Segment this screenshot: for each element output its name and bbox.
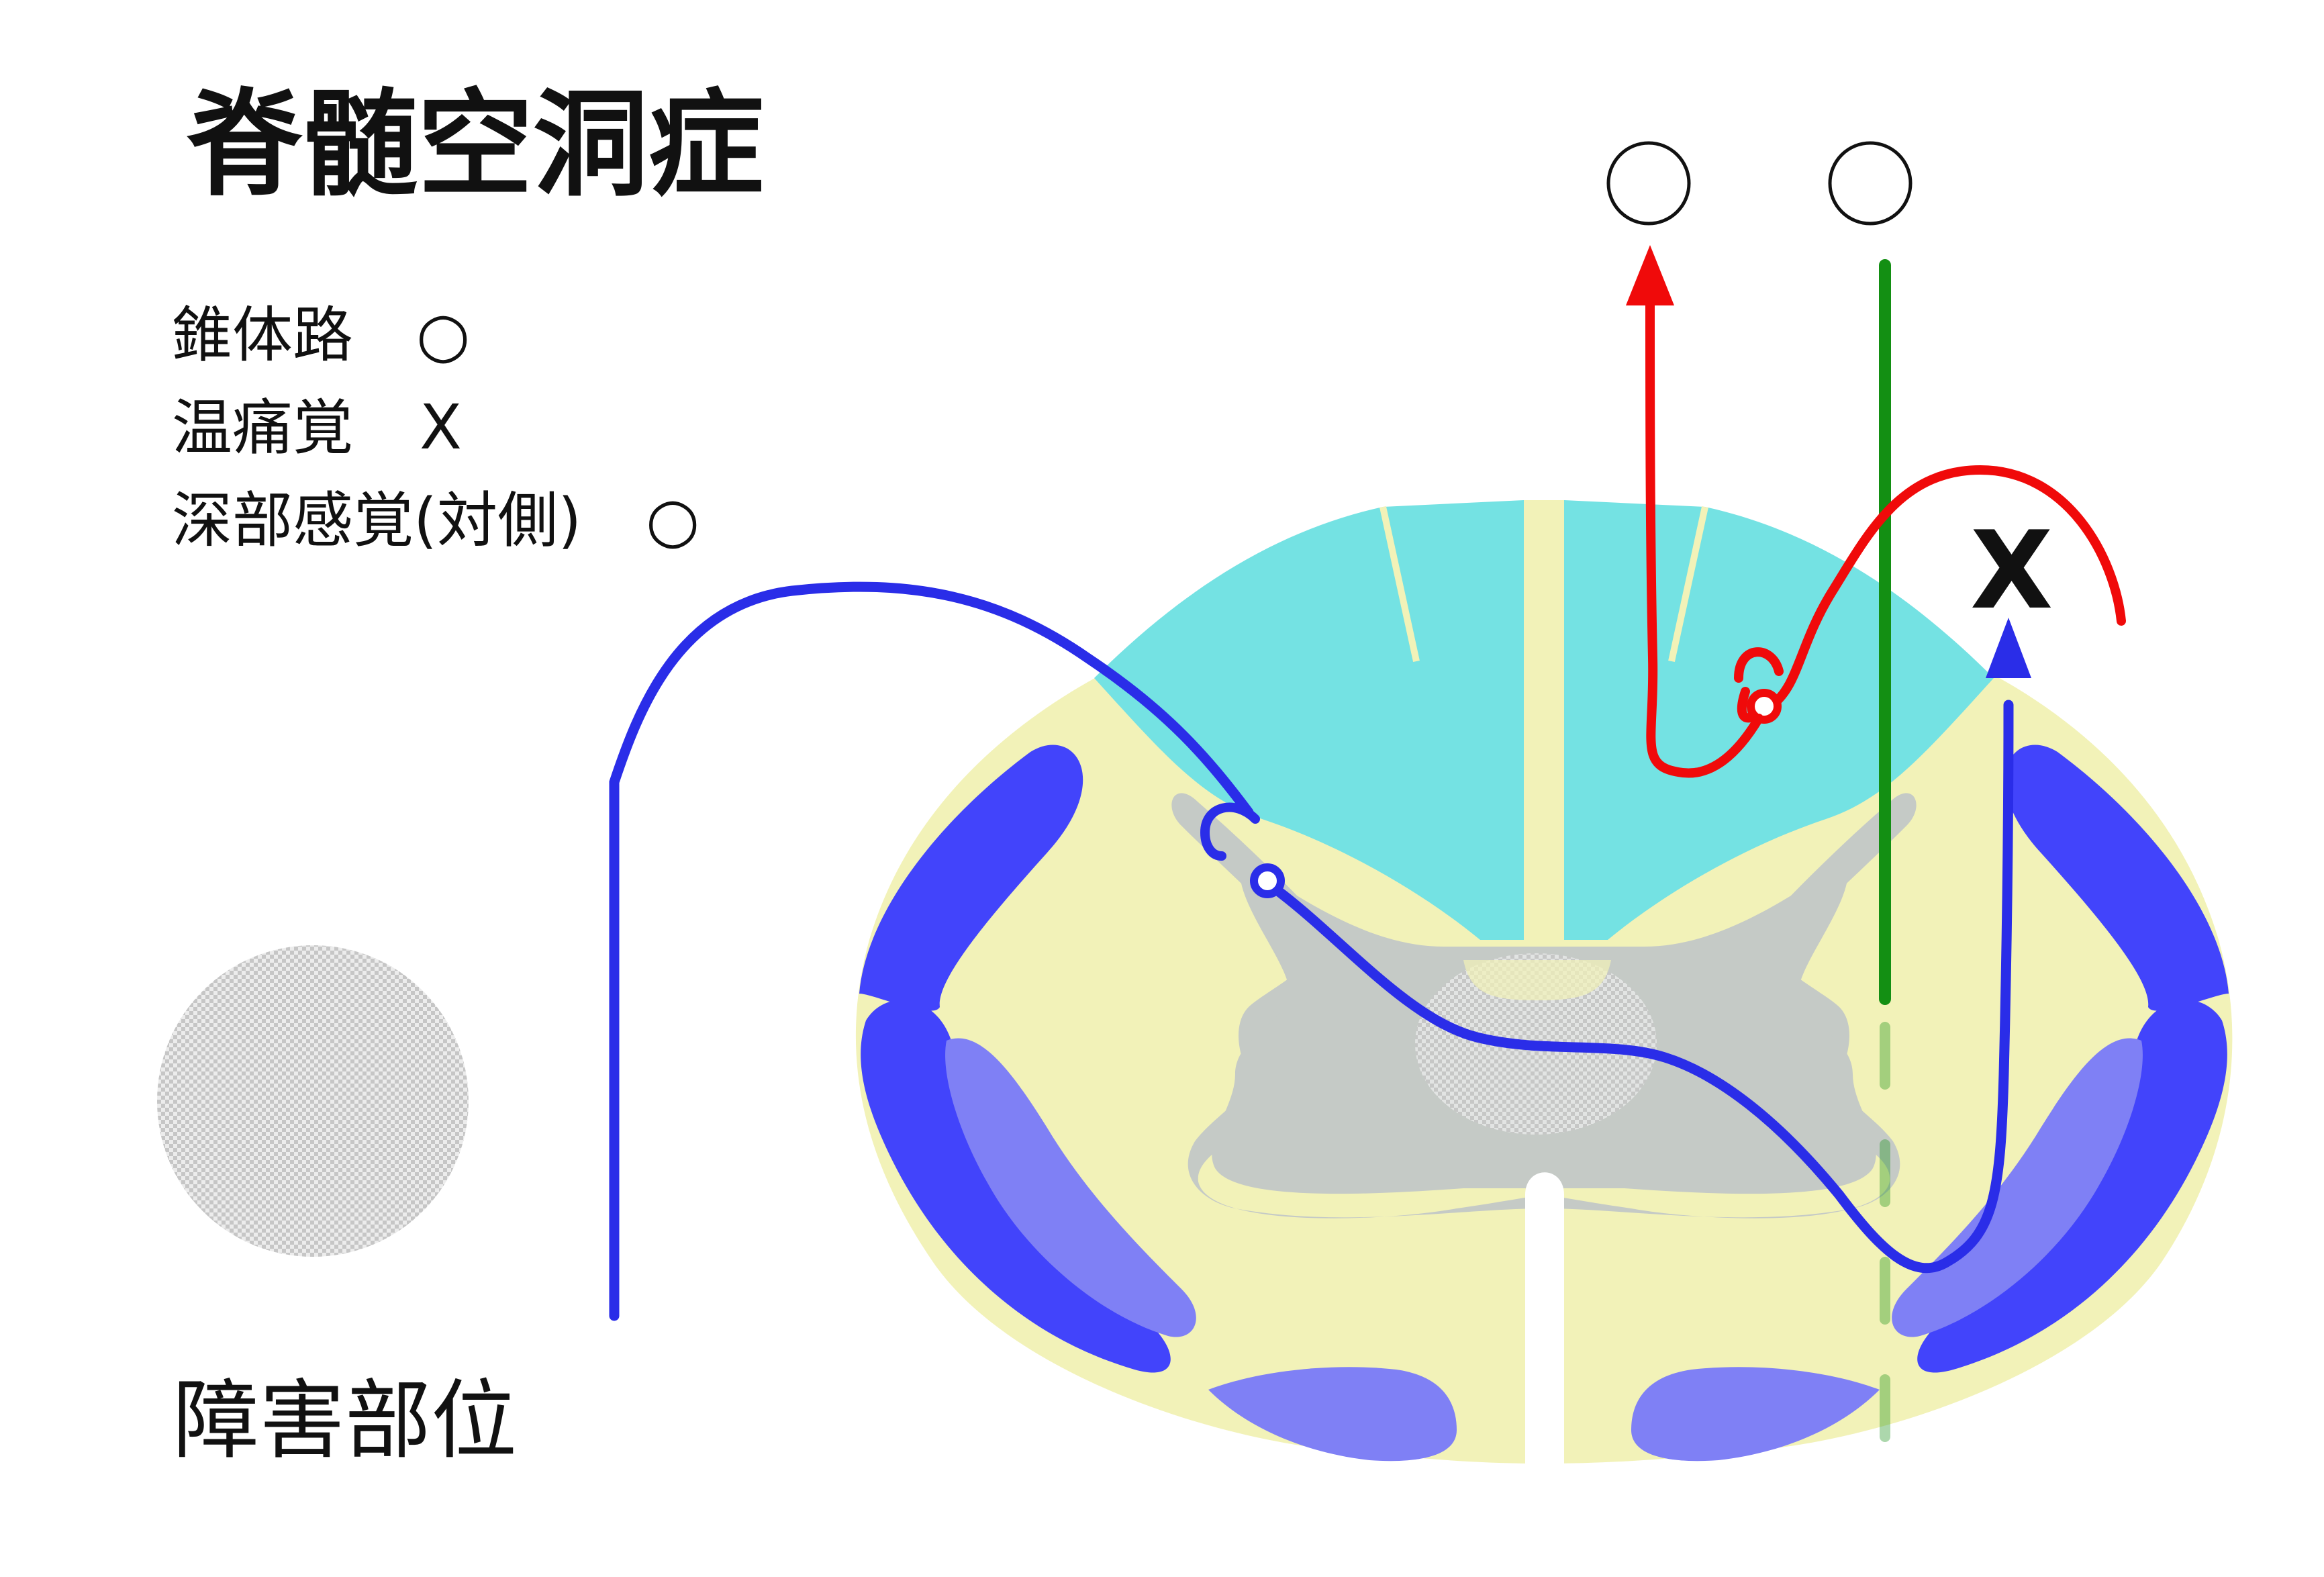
green-result-circle [1828,141,1913,226]
lateral-tract-right [2004,745,2229,1011]
lateral-tract-left [859,745,1083,1011]
ventral-tract-left-anterior [1208,1367,1457,1462]
legend-label-deep-sensation: 深部感覚(対側) [172,485,581,556]
red-pathway [1606,141,2126,778]
legend-label-pain-temperature: 温痛覚 [172,393,353,463]
red-synapse-node [1747,689,1782,724]
red-synapse-arc [1734,647,1784,683]
legend: 錐体路 ○ 温痛覚 X 深部感覚(対側) ○ [172,299,699,556]
red-result-circle [1606,141,1691,226]
green-pathway [1828,141,1913,1442]
legend-mark-pyramidal: ○ [416,299,470,371]
ventral-tract-right-anterior [1631,1367,1880,1462]
blue-arrowhead [1986,618,2031,678]
lesion-label: 障害部位 [173,1371,517,1471]
blue-result-x: X [1970,508,2053,633]
legend-label-pyramidal: 錐体路 [172,300,353,371]
central-canal-area [1463,960,1611,1000]
blue-pathway: X [609,508,2053,1321]
ventral-tract-left-lateral [945,1038,1196,1337]
red-ascending-tract [1645,284,1763,778]
page-title: 脊髄空洞症 [187,77,764,212]
legend-mark-pain-temperature: X [420,391,462,463]
fasciculus-line-right [1668,506,1708,663]
legend-mark-deep-sensation: ○ [646,484,699,556]
red-arrowhead [1626,245,1674,305]
lesion-swatch [157,945,469,1257]
blue-crossing-ascending-tract [1273,700,2014,1274]
blue-afferent-tract [609,581,1254,1321]
blue-synapse-arc [1200,802,1260,861]
fasciculus-line-left [1379,506,1420,663]
dorsal-column-left [1094,500,1524,940]
dorsal-septum [1524,500,1564,940]
ventral-fissure [1525,1172,1564,1464]
blue-synapse-node [1250,863,1285,898]
